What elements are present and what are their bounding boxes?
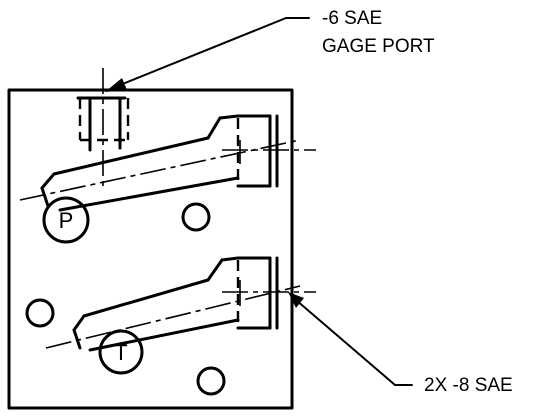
bubble-t-label: T bbox=[114, 340, 127, 365]
pressure-port bbox=[19, 114, 316, 212]
gage-port-size-label: -6 SAE bbox=[322, 8, 382, 29]
mounting-hole-upper-right bbox=[181, 202, 211, 232]
gage-port-callout: -6 SAE GAGE PORT bbox=[105, 8, 435, 92]
gage-port-arrowhead bbox=[105, 78, 127, 92]
mounting-hole-left bbox=[25, 298, 55, 328]
manifold-block-outline bbox=[7, 88, 294, 410]
side-ports-callout: 2X -8 SAE bbox=[288, 292, 513, 396]
gage-port bbox=[76, 68, 130, 186]
bubble-p: P bbox=[42, 196, 90, 244]
mounting-hole-lower-right bbox=[196, 366, 226, 396]
gage-port-description-label: GAGE PORT bbox=[322, 36, 435, 57]
tank-port bbox=[45, 256, 316, 352]
bubble-p-label: P bbox=[59, 208, 74, 233]
side-ports-size-label: 2X -8 SAE bbox=[424, 375, 513, 396]
bubble-t: T bbox=[98, 329, 144, 375]
